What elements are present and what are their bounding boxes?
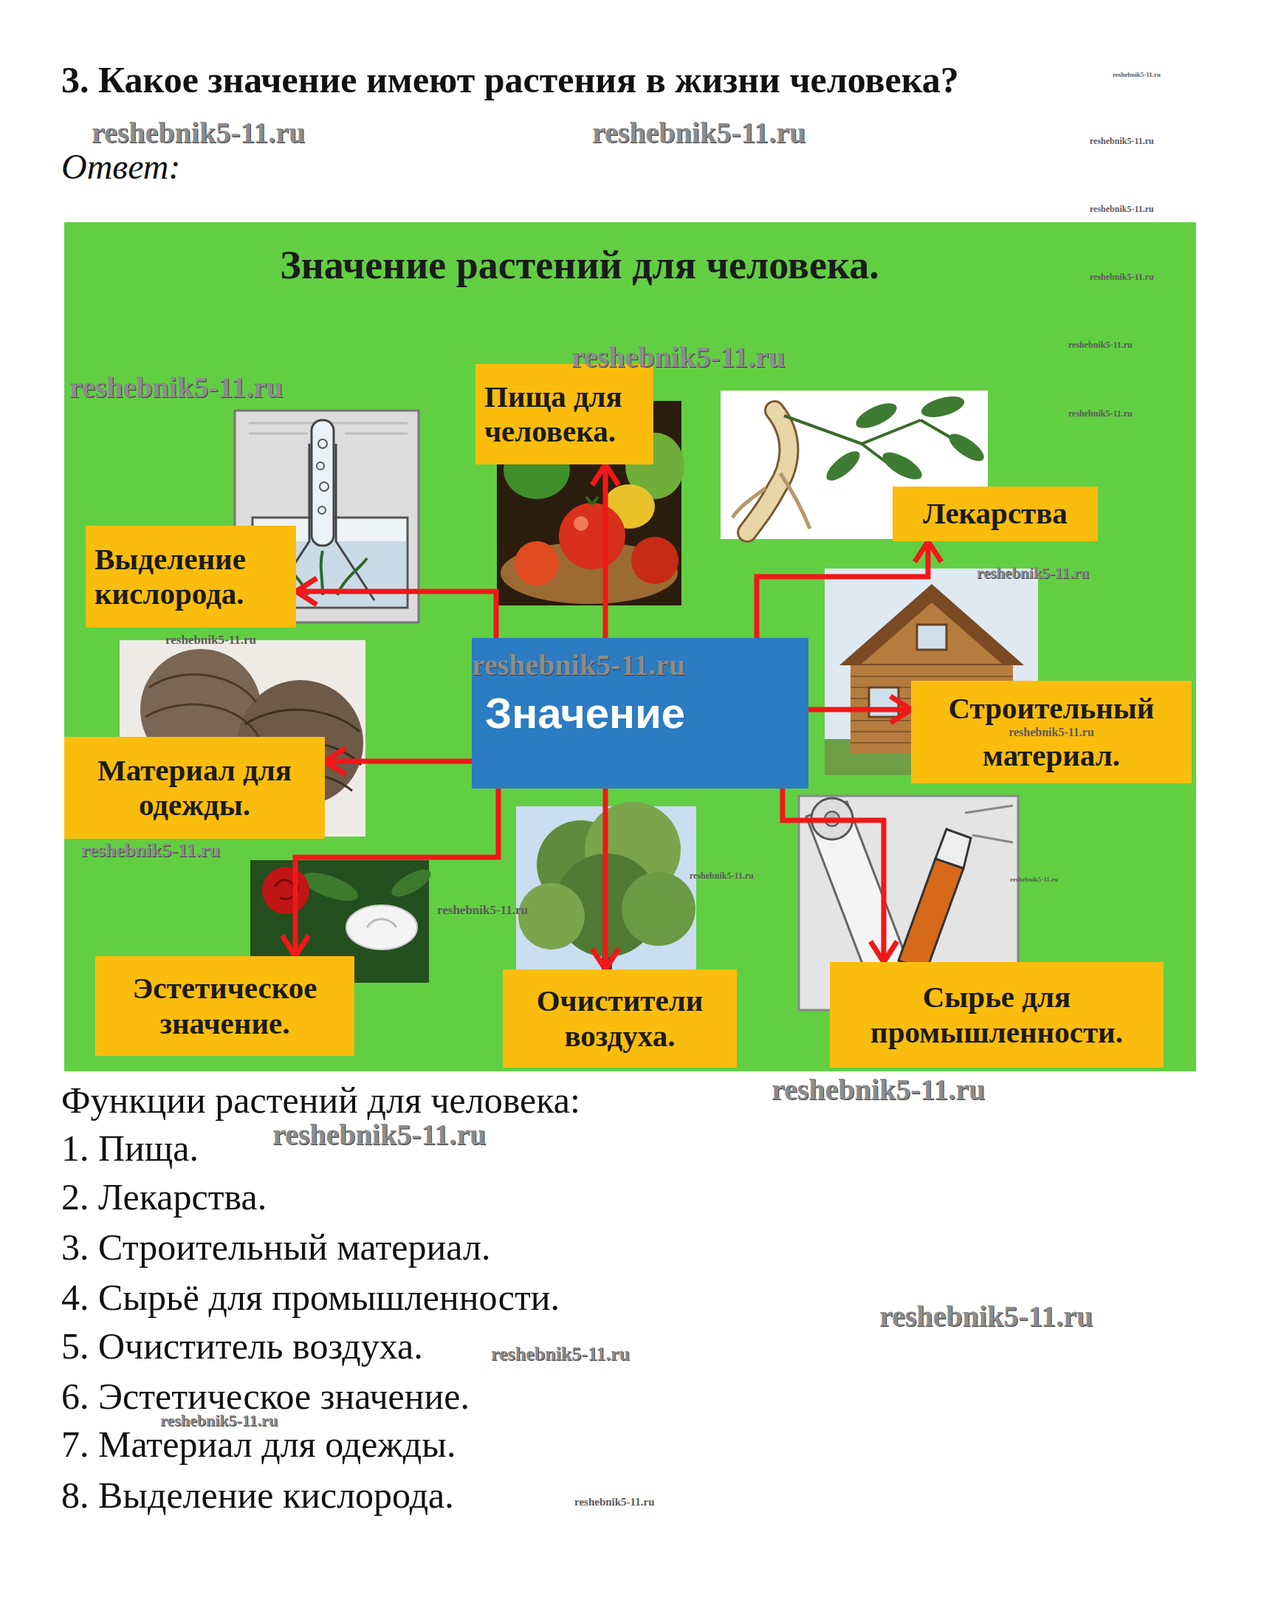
box-label: Выделение кислорода. — [94, 541, 288, 612]
watermark: reshebnik5-11.ru — [81, 838, 221, 862]
medicinal-plant-picture — [720, 390, 988, 539]
arrow-head — [914, 541, 942, 562]
box-label: Значение — [485, 688, 796, 739]
arrow-head — [870, 941, 898, 962]
value-box: Очистители воздуха. — [502, 969, 737, 1068]
food-picture — [496, 400, 685, 606]
yarn-picture — [119, 640, 366, 837]
watermark: reshebnik5-11.ru — [1068, 339, 1133, 350]
list-item: 3. Строительный материал. — [61, 1224, 491, 1270]
value-box: Пища для человека. — [475, 363, 654, 465]
watermark: reshebnik5-11.ru — [1089, 271, 1154, 283]
watermark: reshebnik5-11.ru — [69, 369, 283, 406]
watermark: reshebnik5-11.ru — [91, 115, 305, 151]
watermark: reshebnik5-11.ru — [165, 632, 257, 648]
arrow-connector — [592, 788, 619, 970]
page-title: 3. Какое значение имеют растения в жизни… — [61, 57, 960, 102]
arrow-connector — [592, 464, 619, 638]
connector-line — [808, 707, 912, 713]
arrow-head — [592, 948, 619, 970]
arrow-head — [592, 464, 619, 486]
box-label: Материал для одежды. — [73, 753, 316, 823]
arrow-connector — [756, 541, 942, 638]
value-box: Выделение кислорода. — [85, 525, 297, 628]
watermark: reshebnik5-11.ru — [1009, 875, 1058, 884]
value-box: Сырье для промышленности. — [829, 961, 1164, 1068]
value-box: Материал для одежды. — [64, 736, 325, 839]
list-item: 1. Пища. — [61, 1125, 199, 1171]
connector-line — [603, 788, 609, 970]
list-item: 5. Очиститель воздуха. — [61, 1323, 424, 1369]
watermark: reshebnik5-11.ru — [1112, 70, 1161, 79]
watermark: reshebnik5-11.ru — [272, 1117, 486, 1153]
watermark: reshebnik5-11.ru — [879, 1298, 1093, 1335]
arrow-head — [890, 696, 912, 723]
watermark: reshebnik5-11.ru — [771, 1071, 985, 1108]
list-item: 4. Сырьё для промышленности. — [61, 1275, 560, 1320]
industry-picture — [798, 795, 1019, 1010]
watermark: reshebnik5-11.ru — [689, 870, 754, 881]
box-label: Эстетическое значение. — [104, 970, 346, 1041]
arrow-head — [296, 578, 317, 605]
list-item: 2. Лекарства. — [61, 1174, 267, 1219]
box-label: Лекарства — [901, 496, 1089, 531]
value-box: Эстетическое значение. — [95, 956, 355, 1056]
watermark: reshebnik5-11.ru — [976, 564, 1089, 583]
connector-line — [756, 541, 929, 638]
watermark: reshebnik5-11.ru — [490, 1342, 630, 1366]
watermark: reshebnik5-11.ru — [592, 115, 806, 151]
watermark: reshebnik5-11.ru — [471, 647, 686, 683]
connector-line — [324, 758, 472, 765]
watermark: reshebnik5-11.ru — [571, 339, 785, 376]
house-picture — [824, 568, 1039, 776]
arrow-connector — [808, 696, 912, 723]
watermark: reshebnik5-11.ru — [437, 902, 528, 918]
watermark: reshebnik5-11.ru — [1008, 725, 1095, 740]
value-box: Лекарства — [892, 486, 1098, 542]
watermark: reshebnik5-11.ru — [574, 1495, 655, 1509]
list-item: 8. Выделение кислорода. — [61, 1472, 455, 1518]
connector-line — [603, 464, 609, 638]
arrow-connector — [324, 747, 472, 775]
panel-heading: Значение растений для человека. — [136, 241, 1023, 290]
connector-line — [295, 788, 499, 957]
connector-line — [296, 591, 497, 638]
list-item: 7. Материал для одежды. — [61, 1421, 456, 1467]
arrow-connector — [282, 788, 499, 957]
connector-line — [782, 788, 884, 962]
watermark: reshebnik5-11.ru — [1089, 135, 1154, 147]
watermark: reshebnik5-11.ru — [1068, 408, 1133, 419]
arrow-head — [282, 935, 309, 957]
box-label: Пища для человека. — [484, 379, 645, 449]
roses-picture — [250, 860, 435, 983]
arrow-connector — [782, 788, 898, 962]
box-label: Очистители воздуха. — [511, 983, 728, 1053]
arrow-connector — [296, 578, 497, 638]
box-label: Сырье для промышленности. — [838, 979, 1155, 1050]
arrow-head — [324, 747, 346, 775]
list-heading: Функции растений для человека: — [61, 1077, 581, 1123]
watermark: reshebnik5-11.ru — [1089, 203, 1154, 215]
answer-label: Ответ: — [61, 145, 181, 189]
